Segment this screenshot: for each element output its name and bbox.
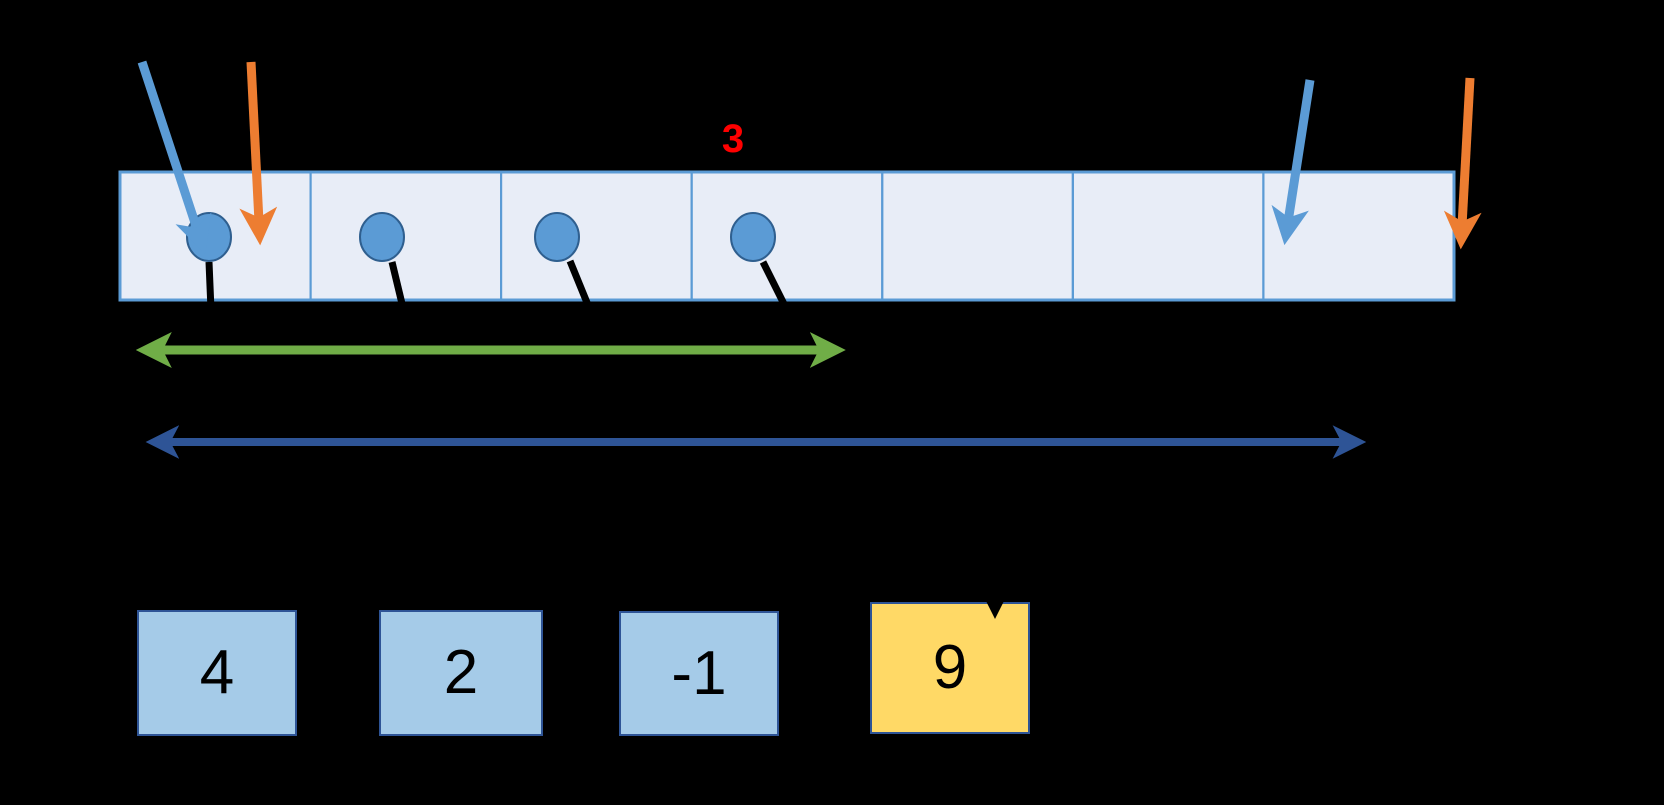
node-stem-3 xyxy=(759,260,791,312)
red-index-label: 3 xyxy=(722,117,744,161)
array-cell-5[interactable] xyxy=(1071,170,1265,302)
hash-table-array xyxy=(118,170,1456,302)
value-box-3-label: -1 xyxy=(671,638,727,708)
node-stem-2 xyxy=(566,259,594,312)
node-circles xyxy=(186,212,776,262)
array-cell-2[interactable] xyxy=(500,170,693,302)
value-box-1-label: 4 xyxy=(199,638,235,707)
value-box-2-label: 2 xyxy=(443,638,479,707)
node-circle-1[interactable] xyxy=(359,212,405,262)
cursor-notch-icon xyxy=(986,601,1004,619)
node-stems xyxy=(205,259,791,313)
value-box-1[interactable]: 4 xyxy=(137,610,297,736)
node-circle-2[interactable] xyxy=(534,212,580,262)
pointer-arrows xyxy=(137,60,1482,255)
node-circle-3[interactable] xyxy=(730,212,776,262)
value-box-4[interactable]: 9 xyxy=(870,602,1030,734)
value-box-3[interactable]: -1 xyxy=(619,611,779,736)
right-orange-pointer-arrow xyxy=(1443,77,1482,250)
right-blue-pointer-arrow xyxy=(1271,79,1315,246)
node-stem-0 xyxy=(205,261,215,311)
value-box-4-label: 9 xyxy=(932,633,968,702)
array-cell-4[interactable] xyxy=(881,170,1074,302)
left-orange-pointer-arrow xyxy=(239,61,278,246)
node-stem-1 xyxy=(388,261,408,313)
value-box-2[interactable]: 2 xyxy=(379,610,543,736)
array-cell-1[interactable] xyxy=(309,170,503,302)
array-cell-3[interactable] xyxy=(690,170,884,302)
left-blue-pointer-arrow xyxy=(137,60,212,255)
